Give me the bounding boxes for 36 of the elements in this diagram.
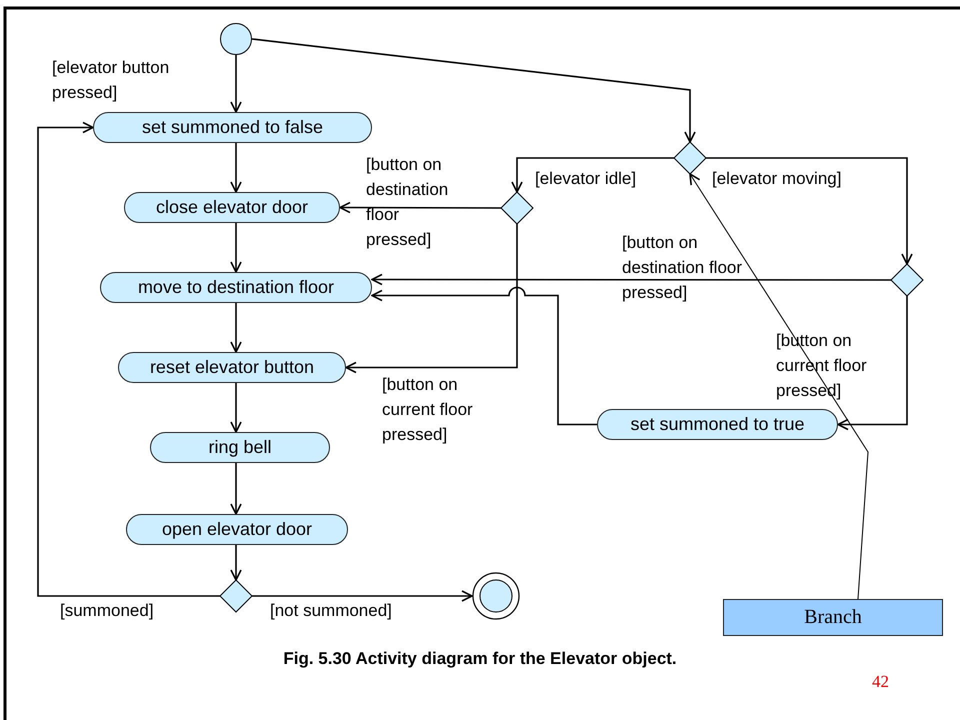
arrow — [230, 143, 242, 193]
guard-label: [elevator moving] — [712, 168, 842, 190]
guard-label: [elevator button pressed] — [52, 57, 170, 104]
arrow — [706, 157, 913, 265]
arrow — [371, 274, 891, 286]
guard-label: [summoned] — [60, 600, 155, 622]
arrow — [230, 463, 242, 515]
arrow — [230, 55, 242, 113]
arrow — [230, 383, 242, 433]
guard-label: [button on current floor pressed] — [382, 374, 474, 446]
guard-label: [not summoned] — [270, 600, 393, 622]
arrow — [252, 590, 473, 602]
arrow — [339, 202, 501, 214]
figure-caption: Fig. 5.30 Activity diagram for the Elevator object. — [283, 649, 677, 668]
arrow — [252, 38, 696, 143]
guard-label: [elevator idle] — [535, 168, 638, 190]
arrow — [230, 303, 242, 353]
arrow — [689, 173, 869, 600]
arrow — [230, 223, 242, 273]
activity-box: move to destination floor — [100, 272, 372, 303]
arrow — [837, 296, 908, 430]
note-box: Branch — [723, 599, 943, 636]
activity-box: open elevator door — [126, 514, 348, 545]
guard-label: [button on destination floor pressed] — [622, 232, 744, 304]
page-number: 42 — [872, 672, 889, 692]
activity-box: ring bell — [150, 432, 330, 463]
guard-label: [button on destination floor pressed] — [366, 154, 450, 251]
arrow — [345, 224, 518, 374]
activity-box: set summoned to true — [597, 409, 838, 440]
arrow — [230, 545, 242, 581]
arrow — [37, 122, 220, 597]
activity-box: close elevator door — [124, 192, 340, 223]
arrow — [371, 286, 597, 426]
arrow — [511, 157, 674, 193]
activity-box: set summoned to false — [93, 112, 372, 143]
activity-box: reset elevator button — [118, 352, 346, 383]
